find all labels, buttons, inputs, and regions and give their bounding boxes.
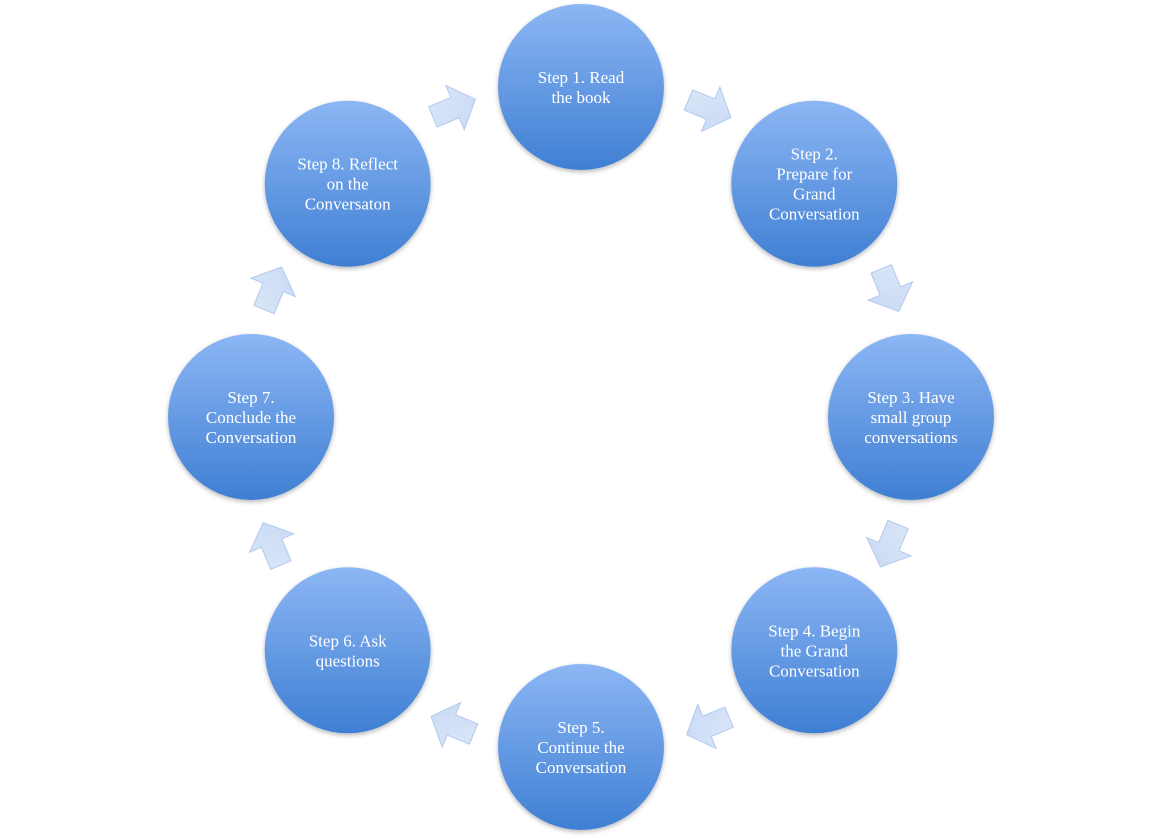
arrow-7-to-8	[249, 266, 297, 315]
step-label-2-line-3: Grand	[793, 185, 836, 204]
step-label-5-line-1: Step 5.	[557, 718, 604, 737]
step-label-8-line-3: Conversaton	[305, 195, 391, 214]
arrow-5-to-6	[430, 701, 479, 749]
step-label-1-line-1: Step 1. Read	[538, 68, 625, 87]
step-label-4-line-3: Conversation	[769, 661, 860, 680]
step-label-8-line-2: on the	[327, 175, 369, 194]
step-label-8-line-1: Step 8. Reflect	[297, 155, 398, 174]
arrows-layer	[248, 84, 914, 750]
step-label-6-line-1: Step 6. Ask	[309, 631, 387, 650]
step-label-2-line-1: Step 2.	[791, 145, 838, 164]
arrow-2-to-3	[866, 264, 914, 312]
step-circle-8	[264, 100, 431, 267]
step-label-3-line-1: Step 3. Have	[867, 388, 954, 407]
step-label-2-line-2: Prepare for	[776, 165, 852, 184]
step-label-2-line-4: Conversation	[769, 205, 860, 224]
step-label-7-line-3: Conversation	[206, 428, 297, 447]
step-label-7-line-2: Conclude the	[206, 408, 296, 427]
arrow-1-to-2	[683, 85, 732, 133]
step-circle-5	[498, 664, 664, 830]
step-label-5-line-2: Continue the	[537, 738, 624, 757]
arrow-8-to-1	[428, 84, 476, 132]
step-label-3-line-2: small group	[871, 408, 952, 427]
arrow-3-to-4	[865, 519, 913, 568]
step-label-7-line-1: Step 7.	[227, 388, 274, 407]
step-label-1-line-2: the book	[551, 88, 611, 107]
step-circle-4	[731, 567, 898, 734]
step-label-4-line-2: the Grand	[781, 641, 849, 660]
step-circle-6	[264, 567, 431, 734]
step-label-4-line-1: Step 4. Begin	[768, 621, 861, 640]
step-label-5-line-3: Conversation	[536, 758, 627, 777]
step-circle-7	[168, 334, 334, 500]
step-circle-1	[498, 4, 664, 170]
step-circle-3	[828, 334, 994, 500]
step-circle-2	[731, 100, 898, 267]
step-label-3-line-3: conversations	[864, 428, 957, 447]
step-label-6-line-2: questions	[316, 651, 380, 670]
arrow-6-to-7	[248, 522, 296, 570]
arrow-4-to-5	[686, 702, 734, 750]
